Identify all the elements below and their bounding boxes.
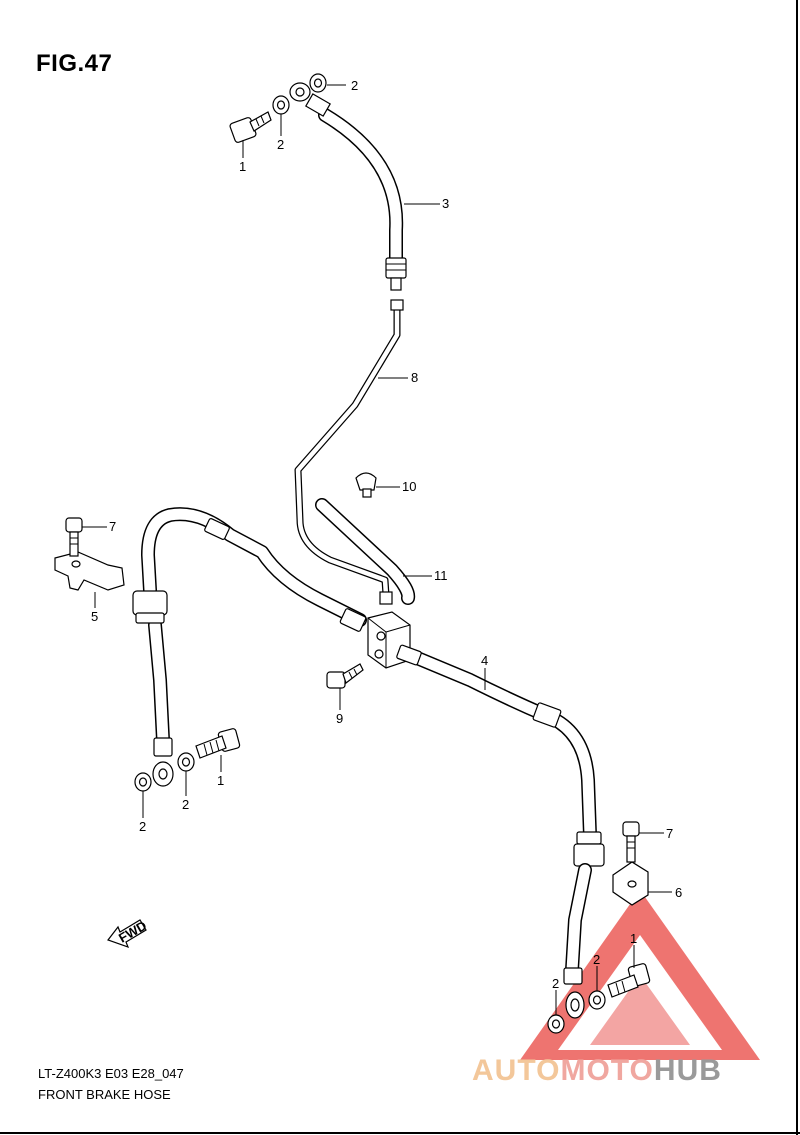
figure-title: FIG.47 — [36, 50, 113, 77]
clip — [355, 472, 377, 498]
callout-top-bolt: 1 — [239, 159, 246, 174]
left-bracket-bolt — [65, 517, 83, 557]
right-bracket — [612, 861, 649, 906]
callout-left-bolt: 7 — [109, 519, 116, 534]
callout-left-washer-a: 2 — [182, 797, 189, 812]
left-banjo-bolt — [195, 728, 241, 759]
joint-bolt — [326, 663, 364, 689]
right-washer-a — [588, 990, 606, 1010]
callout-upper-hose: 3 — [442, 196, 449, 211]
front-brake-hose — [396, 644, 605, 1019]
callout-clip: 10 — [402, 479, 416, 494]
upper-brake-hose — [289, 82, 407, 291]
fwd-label: FWD — [116, 918, 149, 946]
top-washer-lower — [272, 95, 290, 115]
right-bracket-bolt — [622, 821, 640, 863]
left-washer-b — [134, 772, 152, 792]
left-bracket — [54, 551, 125, 591]
callout-right-bolt: 7 — [666, 826, 673, 841]
model-code: LT-Z400K3 E03 E28_047 — [38, 1066, 184, 1081]
callout-joint-bolt: 9 — [336, 711, 343, 726]
callout-labels: 1 2 2 3 8 10 11 7 5 9 4 1 2 2 7 6 1 2 2 — [91, 78, 682, 991]
callout-top-washer-upper: 2 — [351, 78, 358, 93]
brake-pipe — [294, 299, 404, 605]
callout-left-washer-b: 2 — [139, 819, 146, 834]
left-washer-a — [177, 752, 195, 772]
watermark-logo-text: AUTOMOTOHUB — [472, 1054, 722, 1088]
top-washer-upper — [309, 73, 327, 93]
left-brake-hose — [132, 507, 367, 787]
watermark-part-moto: MOTO — [560, 1054, 654, 1087]
callout-front-hose: 4 — [481, 653, 488, 668]
callout-pipe: 8 — [411, 370, 418, 385]
callout-grommet: 11 — [434, 568, 448, 583]
callout-right-washer-b: 2 — [552, 976, 559, 991]
right-washer-b — [547, 1014, 565, 1034]
callout-right-bracket: 6 — [675, 885, 682, 900]
leader-lines — [82, 84, 672, 1015]
callout-left-banjo-bolt: 1 — [217, 773, 224, 788]
callout-right-banjo-bolt: 1 — [630, 931, 637, 946]
watermark-part-hub: HUB — [653, 1054, 722, 1087]
grommet-tube — [315, 498, 416, 605]
callout-left-bracket: 5 — [91, 609, 98, 624]
section-name: FRONT BRAKE HOSE — [38, 1087, 171, 1102]
right-banjo-bolt — [607, 963, 651, 998]
callout-right-washer-a: 2 — [593, 952, 600, 967]
top-banjo-bolt — [229, 111, 272, 143]
fwd-arrow-icon: FWD — [107, 918, 149, 949]
watermark-part-auto: AUTO — [472, 1054, 561, 1087]
callout-top-washer-lower: 2 — [277, 137, 284, 152]
